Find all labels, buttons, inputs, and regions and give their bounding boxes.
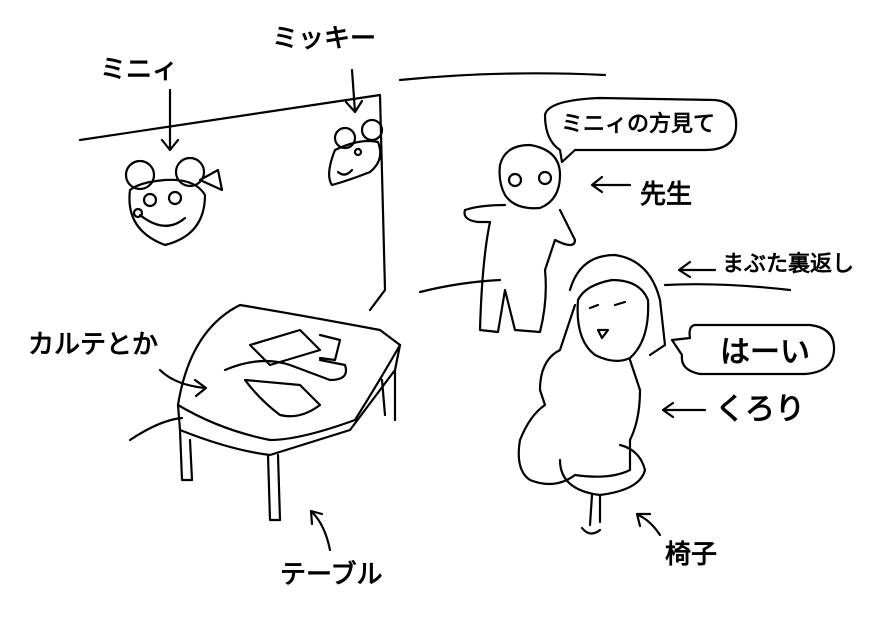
- patient-figure: [517, 253, 667, 535]
- arrow-mickey: [344, 68, 364, 114]
- teacher-label: 先生: [640, 180, 693, 210]
- wall-line: [78, 93, 387, 312]
- eyelid-label: まぶた裏返し: [722, 252, 855, 277]
- table-label: テーブル: [280, 560, 383, 590]
- arrow-chair: [635, 512, 662, 537]
- arrow-table: [309, 509, 332, 552]
- kurori-label: くろり: [715, 392, 805, 427]
- arrow-teacher: [590, 175, 632, 194]
- minnie-label: ミニィ: [100, 55, 179, 85]
- chair-label: 椅子: [665, 540, 718, 570]
- floor-line: [418, 278, 502, 294]
- arrow-eyelid: [677, 260, 717, 279]
- minnie-head: [124, 156, 224, 247]
- mickey-label: ミッキー: [272, 24, 377, 54]
- arrow-kurori: [661, 401, 707, 419]
- charts-label: カルテとか: [28, 330, 159, 360]
- teacher-speech-text: ミニィの方見て: [561, 112, 716, 137]
- mickey-head: [328, 118, 384, 187]
- teacher-figure: [463, 143, 577, 334]
- teacher-speech-bubble: [543, 96, 738, 164]
- arrow-minnie: [160, 88, 180, 152]
- table-drawing: [128, 303, 402, 522]
- arrow-charts: [158, 368, 208, 398]
- reply-speech-text: はーい: [720, 335, 810, 370]
- reply-speech-bubble: [670, 323, 836, 376]
- floor-line-right: [663, 283, 792, 292]
- ceiling-line: [398, 72, 607, 82]
